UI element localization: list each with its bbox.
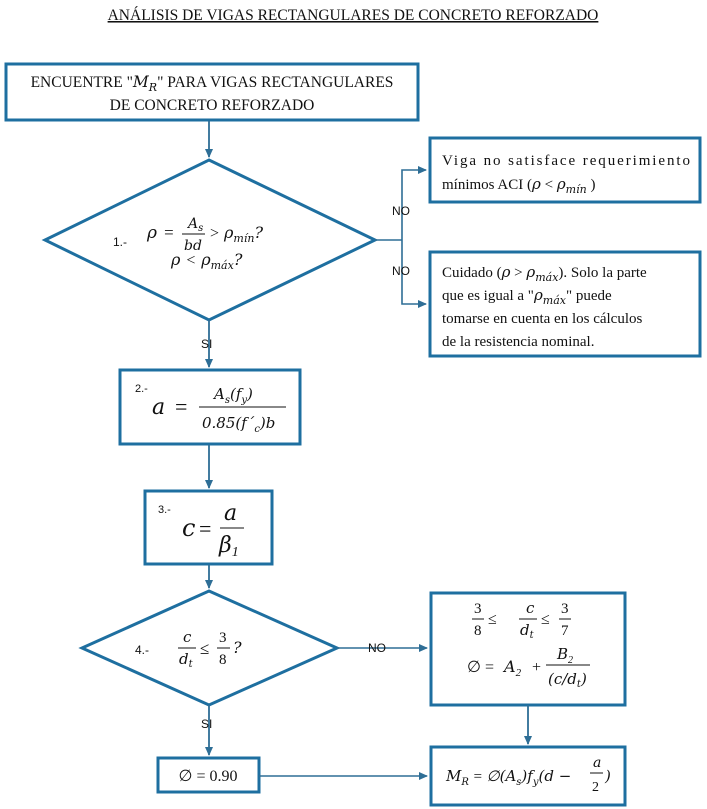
no-label-lower: NO	[392, 264, 410, 278]
svg-text:≤: ≤	[200, 639, 209, 658]
no-label-step4: NO	[368, 641, 386, 655]
svg-text:3: 3	[219, 630, 227, 646]
step2-number: 2.-	[135, 383, 148, 395]
svg-text:3: 3	[561, 601, 569, 617]
no-box1-line1: Viga no satisface requerimiento	[442, 153, 690, 169]
svg-text:≤: ≤	[541, 611, 550, 628]
arrow-no-to-box2	[401, 240, 427, 308]
svg-text:c: c	[182, 514, 195, 542]
svg-text:+: +	[532, 659, 541, 676]
svg-text:MR = ∅(As)fy(d −: MR = ∅(As)fy(d −	[445, 767, 571, 788]
svg-text:β1: β1	[218, 533, 239, 560]
phi-formula-box	[429, 591, 627, 707]
no-result-box-2	[428, 250, 702, 358]
svg-text:=: =	[485, 659, 494, 676]
svg-text:bd: bd	[184, 238, 202, 254]
start-box	[4, 62, 420, 122]
step4-formula: c dt ≤ 3 8 ?	[178, 628, 242, 670]
no-label-upper: NO	[392, 204, 410, 218]
svg-text:a: a	[224, 501, 237, 526]
svg-text:∅: ∅	[467, 659, 481, 676]
svg-text:=: =	[199, 516, 211, 541]
svg-text:A2: A2	[502, 657, 522, 679]
svg-text:(c/dt): (c/dt)	[548, 670, 587, 690]
phi-formula: 3 8 ≤ c dt ≤ 3 7 ∅ = A2 + B2 (c/dt)	[467, 599, 590, 690]
svg-text:dt: dt	[179, 650, 194, 670]
svg-text:c: c	[183, 628, 192, 646]
phi-value-box	[156, 756, 261, 794]
svg-text:c: c	[526, 599, 535, 617]
svg-text:7: 7	[561, 623, 569, 639]
svg-text:): )	[604, 767, 611, 785]
svg-text:ρmín?: ρmín?	[223, 223, 263, 245]
svg-text:2: 2	[592, 780, 599, 795]
svg-text:a: a	[593, 755, 601, 771]
si-label-step1: SI	[201, 337, 212, 351]
svg-text:3: 3	[474, 601, 482, 617]
svg-text:a: a	[152, 395, 165, 420]
svg-text:=: =	[175, 394, 187, 419]
start-box-line1: ENCUENTRE "MR" PARA VIGAS RECTANGULARES	[31, 73, 394, 94]
svg-text:dt: dt	[520, 621, 535, 641]
svg-text:8: 8	[219, 652, 227, 668]
step1-number: 1.-	[113, 235, 127, 249]
arrow-no-to-box1	[401, 166, 427, 240]
step2-formula: a = As(fy) 0.85(f´c)b	[152, 385, 286, 435]
page-title: ANÁLISIS DE VIGAS RECTANGULARES DE CONCR…	[108, 7, 599, 24]
svg-text:ρ<ρmáx?: ρ<ρmáx?	[170, 250, 243, 272]
result-formula: MR = ∅(As)fy(d − a 2 )	[445, 755, 611, 795]
svg-text:0.85(f´c)b: 0.85(f´c)b	[202, 414, 275, 435]
svg-text:=: =	[163, 223, 174, 242]
si-label-step4: SI	[201, 717, 212, 731]
no-box2-line1: Cuidado (ρ > ρmáx). Solo la parte	[442, 263, 647, 284]
phi-value-text: ∅ = 0.90	[179, 768, 238, 785]
step3-number: 3.-	[158, 504, 171, 516]
step3-formula: c = a β1	[182, 501, 244, 560]
svg-text:?: ?	[233, 638, 242, 657]
svg-text:As: As	[186, 216, 203, 234]
step3-box	[143, 489, 274, 566]
svg-text:8: 8	[474, 623, 482, 639]
svg-text:B2: B2	[556, 645, 573, 666]
svg-text:ρ: ρ	[146, 223, 157, 243]
svg-text:≤: ≤	[488, 611, 497, 628]
svg-text:>: >	[209, 225, 220, 242]
no-box1-line2: mínimos ACI (ρ < ρmín )	[442, 175, 595, 196]
decision-diamond-step4	[78, 589, 341, 707]
step1-formula: ρ = As bd > ρmín? ρ<ρmáx?	[146, 216, 263, 272]
svg-text:As(fy): As(fy)	[212, 385, 253, 406]
no-box2-line4: de la resistencia nominal.	[442, 334, 594, 350]
no-box2-line3: tomarse en cuenta en los cálculos	[442, 311, 643, 327]
start-box-line2: DE CONCRETO REFORZADO	[110, 97, 315, 114]
no-result-box-1	[428, 136, 702, 204]
step4-number: 4.-	[135, 643, 149, 657]
no-box2-line2: que es igual a "ρmáx" puede	[442, 286, 612, 307]
result-box	[429, 745, 627, 807]
